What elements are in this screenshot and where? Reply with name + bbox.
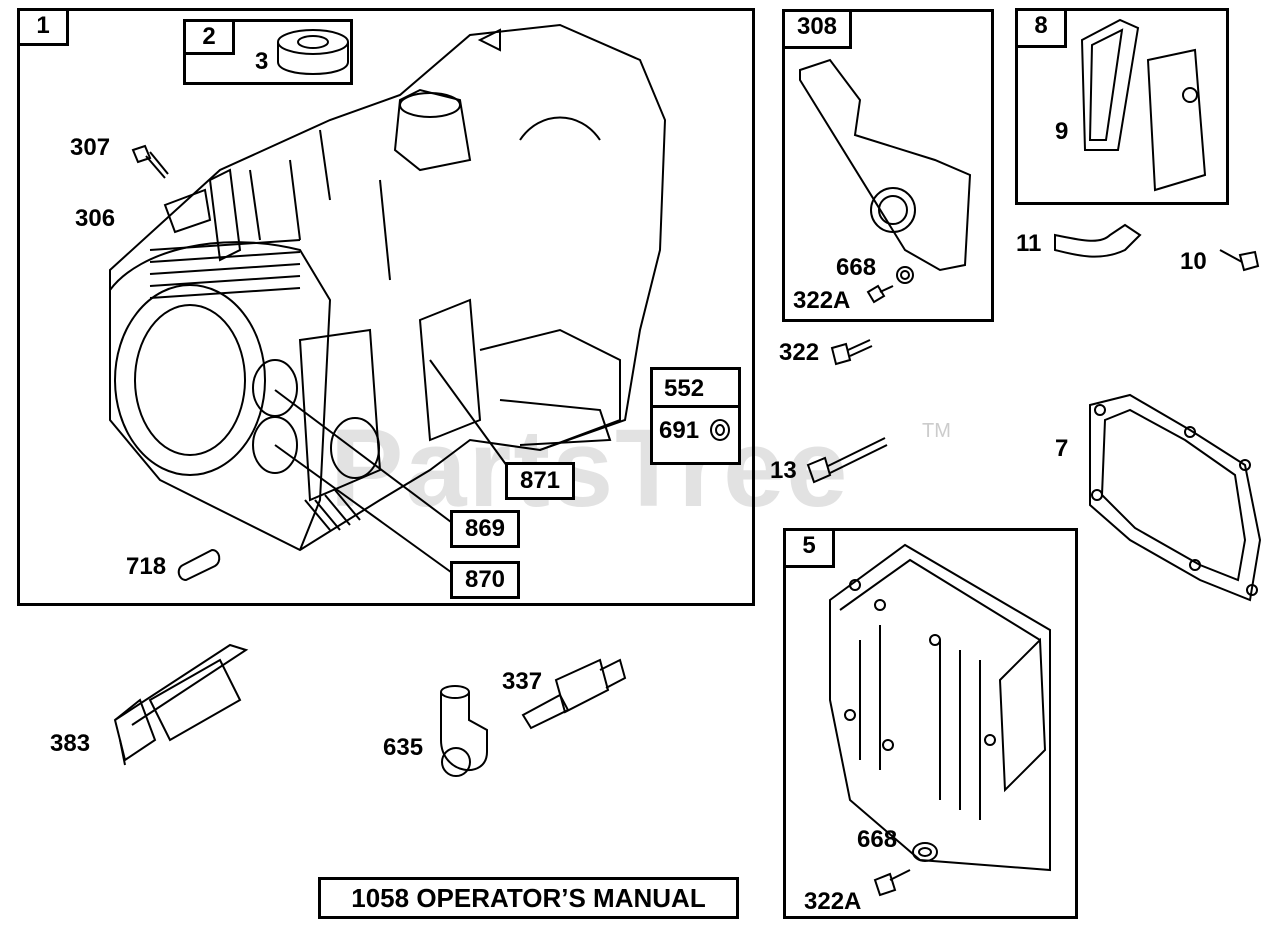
callout-691: 691 [659, 417, 700, 444]
label-322: 322 [779, 339, 820, 366]
tube-11-drawing [1054, 223, 1142, 258]
label-322A-bottom: 322A [804, 888, 862, 915]
engine-block-drawing [109, 23, 667, 552]
callout-871: 871 [505, 462, 575, 500]
label-3: 3 [255, 48, 269, 75]
label-337: 337 [502, 668, 543, 695]
bolt-307-drawing [131, 144, 169, 179]
group-308-label: 308 [782, 9, 852, 49]
stud-13-drawing [806, 437, 888, 484]
seal-drawing [277, 29, 349, 75]
breather-drawing [1080, 18, 1207, 192]
label-635: 635 [383, 734, 424, 761]
pin-718-drawing [177, 548, 221, 582]
label-306: 306 [75, 205, 116, 232]
leader-870 [274, 444, 456, 576]
tool-383-drawing [113, 643, 249, 766]
leader-869 [274, 389, 456, 526]
label-383: 383 [50, 730, 91, 757]
leader-871 [429, 359, 511, 471]
callout-box-552-691 [650, 367, 741, 465]
group-1-label: 1 [17, 8, 69, 46]
gasket-7-drawing [1089, 393, 1262, 602]
label-11: 11 [1016, 230, 1042, 257]
label-9: 9 [1055, 118, 1069, 145]
bracket-306-drawing [163, 188, 212, 234]
watermark-tm: TM [922, 420, 951, 442]
label-718: 718 [126, 553, 167, 580]
group-5-box: 5 [783, 528, 1078, 919]
label-307: 307 [70, 134, 111, 161]
callout-870: 870 [450, 561, 520, 599]
group-8-box: 8 [1015, 8, 1229, 205]
shield-308-drawing [799, 58, 972, 304]
label-13: 13 [770, 457, 797, 484]
cylinder-head-drawing [829, 543, 1051, 897]
callout-869: 869 [450, 510, 520, 548]
group-2-label: 2 [183, 19, 235, 55]
callout-552: 552 [664, 375, 705, 402]
group-1-box: 1 [17, 8, 755, 606]
group-5-label: 5 [783, 528, 835, 568]
screw-10-drawing [1219, 249, 1260, 272]
label-7: 7 [1055, 435, 1069, 462]
group-2-box: 2 [183, 19, 353, 85]
callout-divider [650, 405, 741, 408]
label-668-top: 668 [836, 254, 877, 281]
group-308-box: 308 [782, 9, 994, 322]
group-8-label: 8 [1015, 8, 1067, 48]
spark-plug-drawing [521, 658, 627, 730]
boot-635-drawing [440, 685, 488, 777]
manual-reference: 1058 OPERATOR’S MANUAL [318, 877, 739, 919]
label-668-bottom: 668 [857, 826, 898, 853]
label-10: 10 [1180, 248, 1207, 275]
label-322A-top: 322A [793, 287, 851, 314]
nut-691-icon [710, 419, 730, 441]
watermark: PartsTree [330, 407, 850, 530]
bolt-322-drawing [830, 339, 873, 366]
